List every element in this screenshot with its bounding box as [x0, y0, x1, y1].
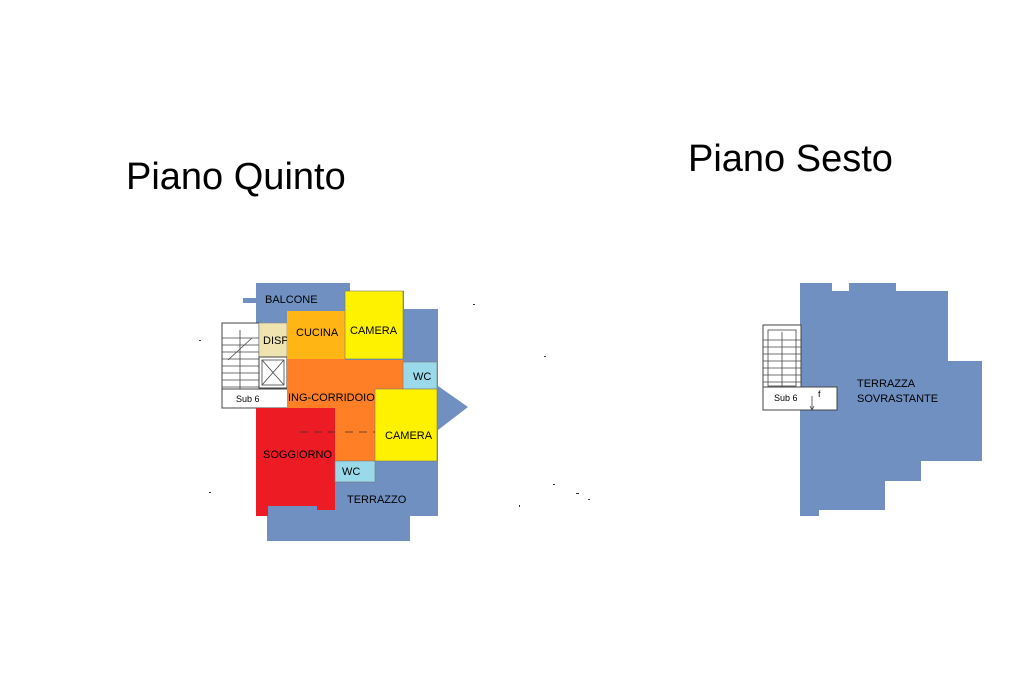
camera-label-2: CAMERA [385, 430, 433, 442]
soggiorno-label: SOGGIORNO [263, 449, 333, 461]
soggiorno-room [256, 408, 335, 516]
ingresso-corridoio-room [287, 359, 403, 461]
sub6-label-fifth: Sub 6 [236, 394, 260, 404]
ingresso-corridoio-label: ING-CORRIDOIO [288, 392, 375, 404]
balcone-tab [243, 298, 257, 303]
terrazza-label-line2: SOVRASTANTE [857, 393, 938, 405]
wc-label-2: WC [342, 466, 360, 478]
balcone-label: BALCONE [265, 294, 318, 306]
camera-label-1: CAMERA [350, 325, 398, 337]
stair-steps-sixth [763, 329, 801, 391]
stair-mark: f [818, 389, 821, 399]
wc-label-1: WC [413, 371, 431, 383]
sixth-floor-title: Piano Sesto [688, 138, 893, 180]
sub6-label-sixth: Sub 6 [774, 393, 798, 403]
fifth-floor-title: Piano Quinto [126, 156, 346, 198]
camera-room-1 [344, 290, 404, 360]
wc-room-1 [402, 361, 438, 390]
disp-label: DISP [263, 335, 289, 347]
cucina-room [287, 311, 345, 359]
wc-room-2 [334, 460, 376, 483]
sixth-floor-plan: Sub 6 f TERRAZZA SOVRASTANTE [762, 283, 982, 516]
terrazza-sovrastante-area [800, 283, 982, 516]
terrazzo-label: TERRAZZO [347, 494, 407, 506]
sub6-box-sixth [762, 386, 838, 411]
cucina-label: CUCINA [296, 327, 339, 339]
stair-steps [222, 330, 259, 393]
stairwell [221, 322, 260, 394]
terrazza-label-line1: TERRAZZA [857, 378, 916, 390]
camera-room-2 [374, 388, 438, 462]
fifth-floor-plan: Sub 6 DISP CUCINA CAMERA BALCONE ING-COR… [199, 283, 590, 541]
